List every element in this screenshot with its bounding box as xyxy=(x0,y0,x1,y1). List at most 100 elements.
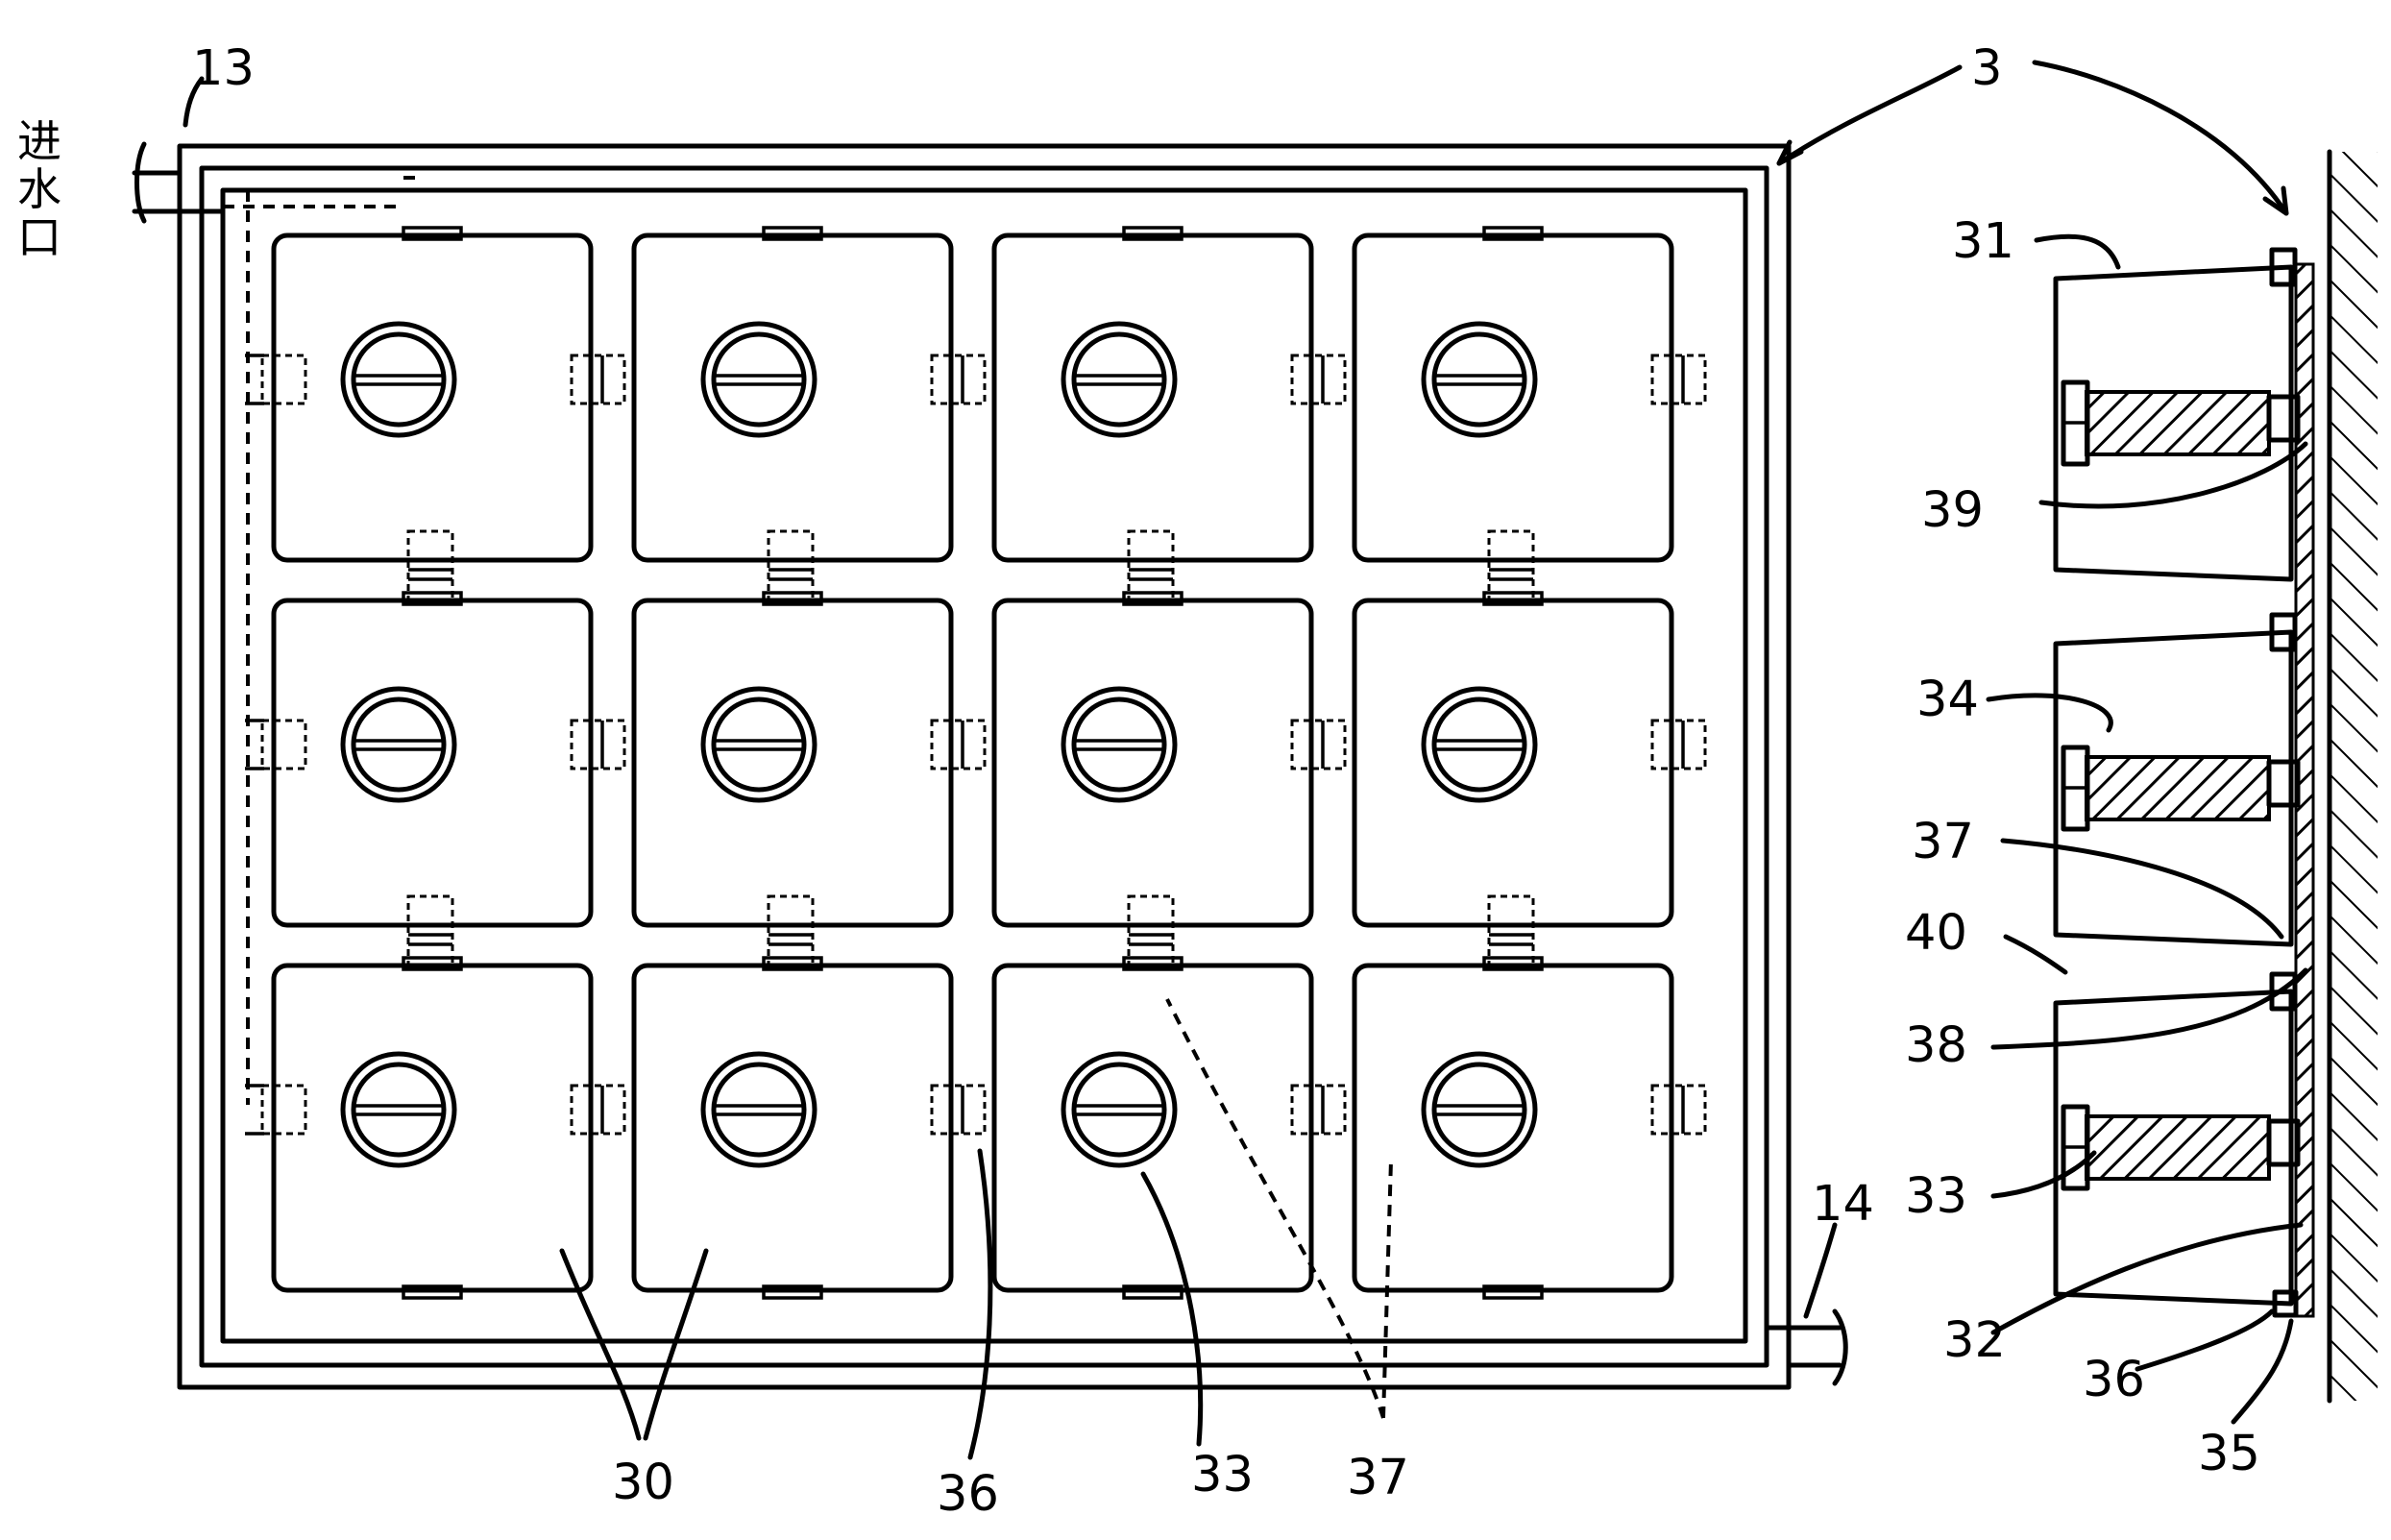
label-37-side: 37 xyxy=(1912,814,1974,870)
cell-outline xyxy=(1352,232,1674,563)
cell-tab xyxy=(762,956,823,971)
disc-slot xyxy=(354,1104,444,1116)
leader-37-a xyxy=(1165,998,1385,1419)
connector-vertical-bands xyxy=(1489,923,1533,946)
disc-outer xyxy=(1421,686,1538,803)
connector-edge xyxy=(260,719,307,770)
disc-slot xyxy=(1434,374,1525,386)
cell xyxy=(1352,956,1707,1300)
label-inlet-char-3: 口 xyxy=(17,211,61,263)
disc-outer xyxy=(700,1051,817,1168)
outlet-pipe xyxy=(1764,1325,1842,1368)
cell-bottom-tab xyxy=(762,1284,823,1300)
connector-horizontal xyxy=(1650,1084,1707,1136)
module-hatched-body xyxy=(2085,390,2271,456)
disc-inner xyxy=(1071,1062,1167,1158)
label-3: 3 xyxy=(1971,40,2002,97)
disc-slot xyxy=(354,374,444,386)
disc-slot xyxy=(1074,374,1164,386)
leader-33 xyxy=(1140,1171,1204,1447)
module-hatched-body xyxy=(2085,1114,2271,1181)
connector-vertical-bands xyxy=(769,923,813,946)
module-shell xyxy=(2053,629,2294,947)
side-modules xyxy=(2053,247,2301,1318)
module-shell xyxy=(2053,989,2294,1307)
leader-3-side xyxy=(2032,60,2289,216)
leader-3-plan xyxy=(1776,64,1963,166)
disc-slot xyxy=(1434,739,1525,751)
connector-vertical-bands xyxy=(769,558,813,581)
leader-36-side xyxy=(2135,1308,2275,1372)
connector-edge xyxy=(260,1084,307,1136)
leader-39 xyxy=(2038,441,2308,509)
connector-horizontal-bands xyxy=(1670,355,1685,403)
label-33-plan: 33 xyxy=(1191,1447,1254,1503)
connector-horizontal-bands xyxy=(1670,1086,1685,1134)
cell xyxy=(991,956,1347,1300)
label-inlet-char-1: 进 xyxy=(17,115,61,167)
module-right-plug xyxy=(2266,1118,2301,1167)
connector-horizontal xyxy=(1290,354,1347,405)
label-inlet-char-2: 水 xyxy=(17,163,61,215)
cell-outline xyxy=(271,598,594,928)
disc-outer xyxy=(1061,686,1178,803)
connector-horizontal-bands xyxy=(1309,721,1325,769)
disc-outer xyxy=(1061,321,1178,438)
dashed-feed-line xyxy=(223,190,403,1105)
label-35: 35 xyxy=(2198,1426,2260,1482)
label-34: 34 xyxy=(1916,672,1979,728)
side-leaders xyxy=(1986,60,2308,1425)
module-right-plug xyxy=(2266,759,2301,808)
cell-tab xyxy=(762,226,823,241)
module-top-connector xyxy=(2269,247,2298,287)
disc-slot xyxy=(714,1104,804,1116)
label-32: 32 xyxy=(1943,1312,2006,1369)
connector-edge xyxy=(260,354,307,405)
cell xyxy=(245,956,626,1300)
connector-horizontal xyxy=(570,719,626,770)
cell-tab xyxy=(1482,226,1544,241)
connector-horizontal-bands xyxy=(1670,721,1685,769)
cell-tab xyxy=(402,591,463,606)
disc-inner xyxy=(1071,331,1167,428)
cell xyxy=(245,226,626,605)
module-shell xyxy=(2053,264,2294,582)
cell-tab xyxy=(1122,591,1183,606)
plan-leaders xyxy=(183,64,1963,1460)
cell-bottom-tab xyxy=(1482,1284,1544,1300)
cell-grid xyxy=(245,226,1707,1300)
connector-vertical-bands xyxy=(1129,558,1173,581)
connector-horizontal-bands xyxy=(589,355,604,403)
connector-horizontal xyxy=(1650,354,1707,405)
disc-slot xyxy=(1434,1104,1525,1116)
leader-33-side xyxy=(1990,1150,2097,1199)
leader-37-b xyxy=(1381,1160,1393,1419)
connector-edge-stub xyxy=(245,354,264,405)
disc-slot xyxy=(354,739,444,751)
outlet-pipe-break xyxy=(1832,1308,1848,1386)
arrow-3-side xyxy=(2262,185,2289,216)
cell-tab xyxy=(1122,226,1183,241)
cell xyxy=(1352,591,1707,970)
leader-35 xyxy=(2231,1318,2294,1425)
disc-inner xyxy=(711,331,807,428)
label-33-side: 33 xyxy=(1905,1168,1967,1225)
label-14: 14 xyxy=(1812,1176,1874,1233)
disc-slot xyxy=(1074,1104,1164,1116)
connector-horizontal xyxy=(1290,719,1347,770)
bottom-connector xyxy=(2272,1289,2299,1318)
side-module xyxy=(2053,971,2301,1307)
disc-outer xyxy=(1061,1051,1178,1168)
leader-37-side xyxy=(2000,838,2284,940)
side-module xyxy=(2053,612,2301,947)
connector-vertical-bands xyxy=(1129,923,1173,946)
label-13: 13 xyxy=(192,40,255,97)
disc-outer xyxy=(340,686,457,803)
label-37-plan: 37 xyxy=(1347,1450,1409,1506)
cell-outline xyxy=(991,598,1314,928)
cell-outline xyxy=(991,232,1314,563)
disc-outer xyxy=(340,321,457,438)
cell xyxy=(991,591,1347,970)
side-view: 31 39 34 37 40 38 33 32 36 35 xyxy=(1905,60,2378,1482)
